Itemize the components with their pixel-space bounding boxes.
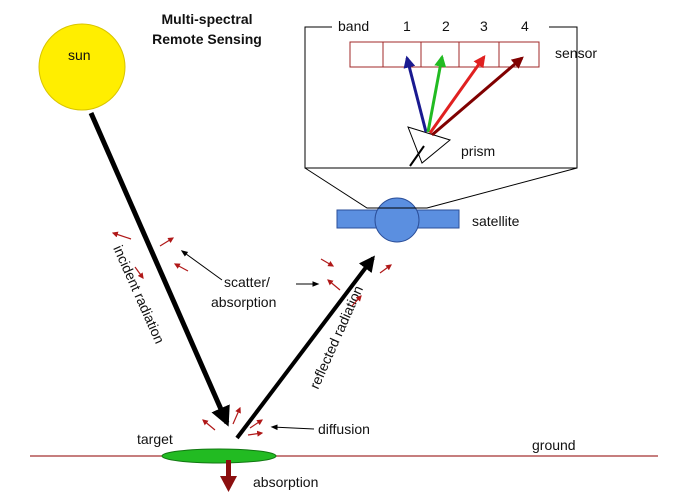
prism-label: prism bbox=[461, 143, 495, 159]
diffusion-label: diffusion bbox=[318, 421, 370, 437]
band-2-arrow bbox=[426, 54, 447, 133]
absorption-label: absorption bbox=[253, 474, 318, 490]
sensor-callout-box bbox=[304, 26, 578, 169]
band-label: band bbox=[338, 18, 369, 34]
incident-radiation-arrow bbox=[88, 111, 230, 427]
band-3-arrow bbox=[428, 55, 486, 134]
target-label: target bbox=[137, 431, 173, 447]
satellite bbox=[336, 197, 460, 243]
ground-label: ground bbox=[532, 437, 576, 453]
band-number-2: 2 bbox=[442, 18, 450, 34]
band-4-arrow bbox=[431, 56, 524, 137]
title-line-1: Multi-spectral bbox=[161, 11, 252, 27]
scatter-arrows-reflected bbox=[320, 258, 392, 307]
sun-label: sun bbox=[68, 47, 91, 63]
sensor-callout-connector bbox=[304, 167, 578, 209]
diffusion-pointer bbox=[270, 424, 315, 431]
band-1-arrow bbox=[403, 55, 428, 133]
band-number-3: 3 bbox=[480, 18, 488, 34]
scatter-label-line-1: scatter/ bbox=[224, 274, 270, 290]
sensor-label: sensor bbox=[555, 45, 597, 61]
sensor-array bbox=[349, 41, 540, 68]
sun bbox=[38, 23, 126, 111]
scatter-label-line-2: absorption bbox=[211, 294, 276, 310]
diffusion-arrows bbox=[202, 406, 264, 437]
target bbox=[161, 448, 277, 464]
satellite-label: satellite bbox=[472, 213, 520, 229]
scatter-pointer-left bbox=[180, 250, 223, 281]
incident-radiation-label: incident radiation bbox=[110, 243, 168, 346]
prism bbox=[407, 126, 452, 164]
band-number-4: 4 bbox=[521, 18, 529, 34]
scatter-arrows-incident bbox=[111, 231, 189, 279]
band-number-1: 1 bbox=[403, 18, 411, 34]
prism-input-beam bbox=[409, 145, 425, 167]
reflected-radiation-arrow bbox=[235, 255, 375, 440]
absorption-arrow bbox=[220, 460, 237, 492]
title-line-2: Remote Sensing bbox=[152, 31, 262, 47]
